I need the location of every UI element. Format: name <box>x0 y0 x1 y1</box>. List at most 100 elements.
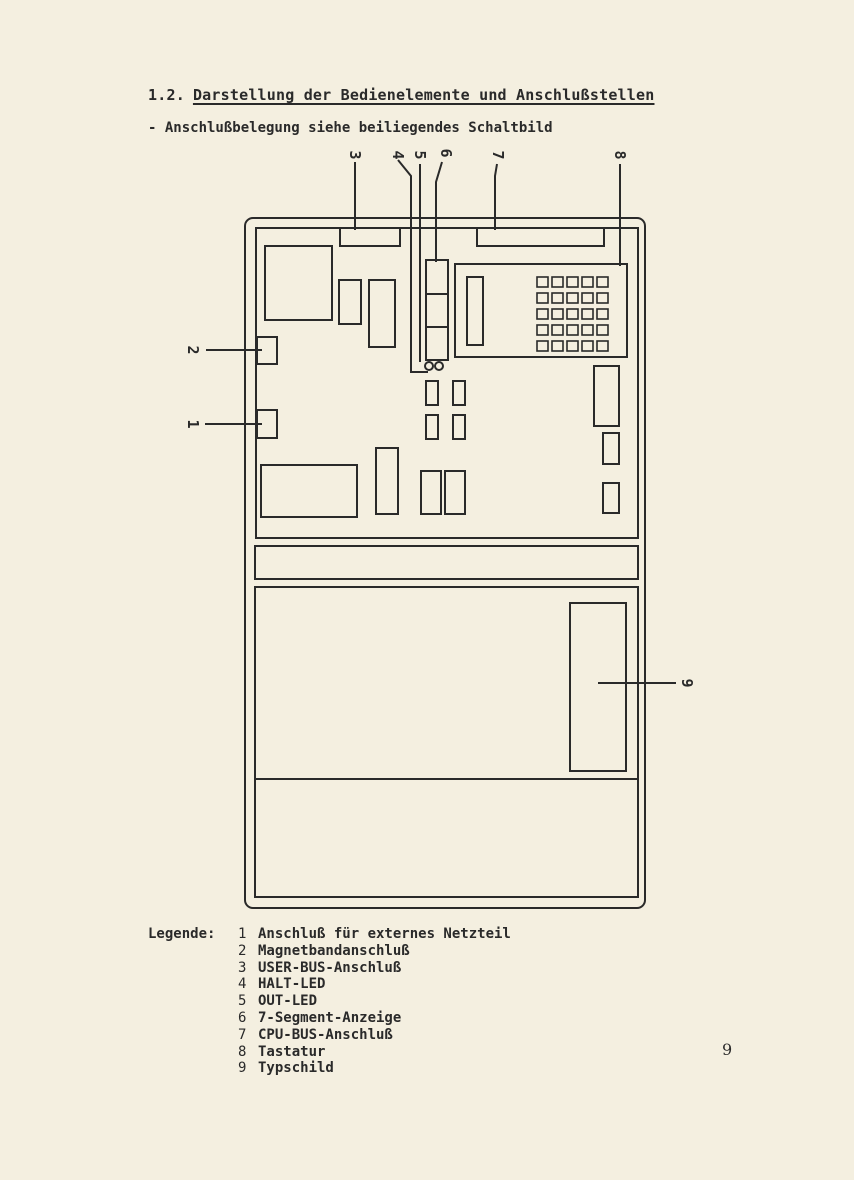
legend-item-number: 8 <box>238 1043 247 1060</box>
device-diagram: 1 2 3 4 5 6 7 8 9 <box>184 148 696 909</box>
legend-item-number: 1 <box>238 926 247 942</box>
keyboard-key <box>581 292 594 304</box>
legend-item: 2 Magnetbandanschluß <box>238 943 511 960</box>
chip-b <box>368 279 396 348</box>
keyboard-key <box>581 276 594 288</box>
callout-4: 4 <box>389 150 407 159</box>
user-bus-connector <box>339 227 401 247</box>
keyboard-key <box>536 340 549 352</box>
section-title: Darstellung der Bedienelemente und Ansch… <box>192 86 655 104</box>
legend-item-text: Typschild <box>258 1060 334 1077</box>
callout-1: 1 <box>184 419 202 428</box>
device-outline <box>244 217 646 909</box>
component-b <box>452 380 466 406</box>
legend-item-text: Tastatur <box>258 1043 326 1060</box>
legend-list: 1 Anschluß für externes Netzteil 2 Magnetb… <box>238 926 511 1077</box>
board-panel <box>255 227 639 539</box>
legend-item: 5 OUT-LED <box>238 993 511 1010</box>
lower-panel <box>254 586 639 898</box>
callout-8: 8 <box>611 150 629 159</box>
seven-segment-2 <box>425 293 449 328</box>
legend-item: 7 CPU-BUS-Anschluß <box>238 1027 511 1044</box>
chip-d <box>420 470 442 515</box>
keyboard-key <box>596 308 609 320</box>
keyboard-keys <box>536 276 609 352</box>
type-plate <box>569 602 627 772</box>
out-led <box>434 361 444 371</box>
keyboard-key <box>536 276 549 288</box>
legend-item-number: 4 <box>238 976 247 993</box>
section-subtitle: - Anschlußbelegung siehe beiliegendes Sc… <box>148 120 553 136</box>
callout-2: 2 <box>184 345 202 354</box>
component-d <box>452 414 466 440</box>
keyboard-key <box>566 308 579 320</box>
legend-item-number: 7 <box>238 1026 247 1043</box>
legend-item: 9 Typschild <box>238 1060 511 1077</box>
keyboard-key <box>536 308 549 320</box>
keyboard-key <box>536 324 549 336</box>
callout-6: 6 <box>437 148 455 157</box>
keyboard-key <box>581 324 594 336</box>
leader-4 <box>397 159 428 373</box>
callout-9: 9 <box>678 678 696 687</box>
legend-item-text: CPU-BUS-Anschluß <box>258 1026 393 1043</box>
component-f <box>602 432 620 465</box>
chip-e <box>444 470 466 515</box>
legend-item-number: 3 <box>238 959 247 976</box>
component-c <box>425 414 439 440</box>
leader-7 <box>494 163 498 230</box>
legend-item: 4 HALT-LED <box>238 976 511 993</box>
keyboard <box>454 263 628 358</box>
legend-item: 6 7-Segment-Anzeige <box>238 1010 511 1027</box>
legend-item-text: Anschluß für externes Netzteil <box>258 926 511 942</box>
legend-item: 1 Anschluß für externes Netzteil <box>238 926 511 943</box>
cpu-bus-connector <box>476 227 605 247</box>
component-a <box>425 380 439 406</box>
legend-item-text: Magnetbandanschluß <box>258 942 410 959</box>
leader-6 <box>435 161 443 262</box>
halt-led <box>424 361 434 371</box>
chip-c <box>375 447 399 515</box>
keyboard-key <box>551 340 564 352</box>
component-g <box>602 482 620 514</box>
keyboard-key <box>551 308 564 320</box>
page-number: 9 <box>722 1040 733 1059</box>
legend-item-text: HALT-LED <box>258 976 326 993</box>
keyboard-key <box>566 324 579 336</box>
keyboard-key <box>596 292 609 304</box>
seven-segment-3 <box>425 326 449 361</box>
keyboard-key <box>551 276 564 288</box>
legend-item-text: USER-BUS-Anschluß <box>258 959 402 976</box>
chip-large <box>264 245 333 321</box>
legend-item: 3 USER-BUS-Anschluß <box>238 960 511 977</box>
keyboard-key <box>581 340 594 352</box>
section-heading: 1.2.Darstellung der Bedienelemente und A… <box>148 86 654 104</box>
keyboard-key <box>551 292 564 304</box>
keyboard-key <box>596 340 609 352</box>
middle-strip <box>254 545 639 580</box>
legend-item-number: 9 <box>238 1060 247 1077</box>
callout-7: 7 <box>489 150 507 159</box>
legend-item-number: 6 <box>238 1009 247 1026</box>
callout-5: 5 <box>411 150 429 159</box>
keyboard-key <box>596 324 609 336</box>
keyboard-strip <box>466 276 484 346</box>
callout-3: 3 <box>346 150 364 159</box>
keyboard-key <box>566 276 579 288</box>
legend-item-number: 2 <box>238 942 247 959</box>
legend-item-text: OUT-LED <box>258 993 318 1010</box>
component-e <box>593 365 620 427</box>
keyboard-key <box>536 292 549 304</box>
legend-label: Legende: <box>148 926 216 942</box>
seven-segment-1 <box>425 259 449 295</box>
legend-item-number: 5 <box>238 993 247 1010</box>
keyboard-key <box>566 292 579 304</box>
chip-a <box>338 279 362 325</box>
keyboard-key <box>596 276 609 288</box>
keyboard-key <box>581 308 594 320</box>
keyboard-key <box>551 324 564 336</box>
legend-item: 8 Tastatur <box>238 1044 511 1061</box>
chip-bottom-left <box>260 464 358 518</box>
legend-item-text: 7-Segment-Anzeige <box>258 1009 402 1026</box>
